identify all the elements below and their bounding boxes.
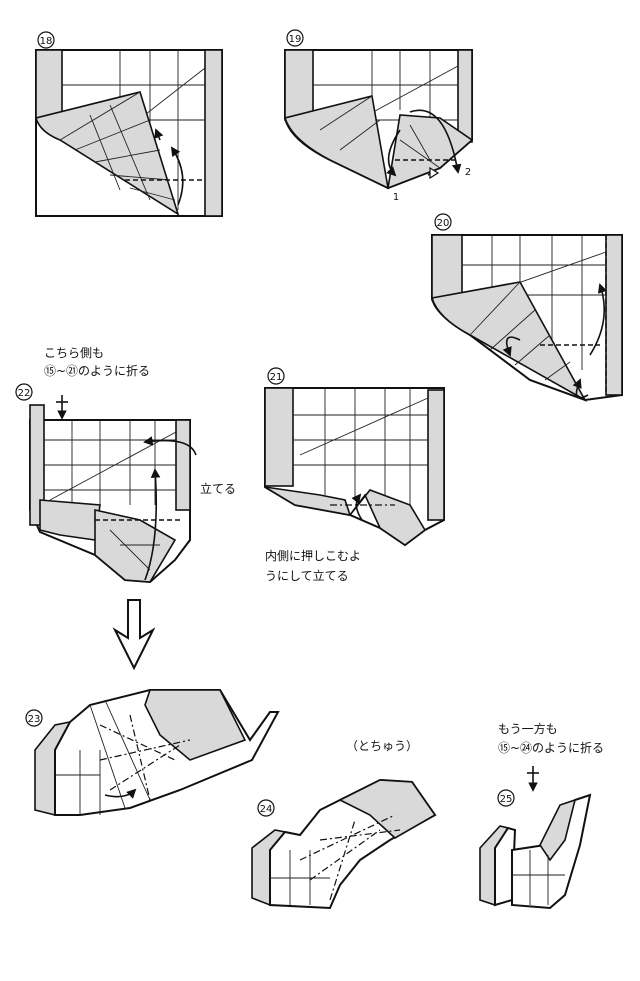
step-22-note-line-1: こちら側も — [44, 346, 104, 360]
step-19-marker-1: 1 — [393, 192, 399, 203]
step-19-number: 19 — [286, 29, 304, 47]
step-25-number: 25 — [497, 789, 515, 807]
svg-text:18: 18 — [40, 36, 53, 47]
step-25-figure — [479, 793, 592, 910]
svg-text:24: 24 — [260, 804, 273, 815]
svg-text:23: 23 — [28, 714, 41, 725]
step-19-figure — [283, 49, 474, 190]
step-24-number: 24 — [257, 799, 275, 817]
step-21-note-line-2: うにして立てる — [265, 568, 349, 583]
step-20-figure — [430, 234, 623, 403]
step-24-label: （とちゅう） — [346, 739, 418, 753]
svg-text:19: 19 — [289, 34, 302, 45]
svg-text:22: 22 — [18, 388, 31, 399]
step-22-label: 立てる — [200, 481, 236, 496]
step-22-figure — [29, 395, 197, 584]
step-18-figure — [35, 49, 223, 217]
step-24-figure — [251, 778, 437, 910]
step-21-figure — [264, 387, 445, 547]
transition-arrow — [112, 599, 156, 671]
step-23-number: 23 — [25, 709, 43, 727]
step-18-number: 18 — [37, 31, 55, 49]
step-25-note-line-1: もう一方も — [498, 721, 558, 736]
step-22-number: 22 — [15, 383, 33, 401]
svg-text:21: 21 — [270, 372, 283, 383]
step-21-number: 21 — [267, 367, 285, 385]
step-20-number: 20 — [434, 213, 452, 231]
svg-text:20: 20 — [437, 218, 450, 229]
step-19-marker-2: 2 — [465, 167, 471, 178]
step-25-down-arrow — [527, 766, 539, 792]
step-22-note-line-2: ⑮~㉑のように折る — [44, 363, 150, 378]
step-25-note-line-2: ⑮~㉔のように折る — [498, 740, 604, 755]
svg-text:25: 25 — [500, 794, 513, 805]
step-23-figure — [34, 689, 280, 817]
step-21-note-line-1: 内側に押しこむよ — [265, 549, 361, 563]
